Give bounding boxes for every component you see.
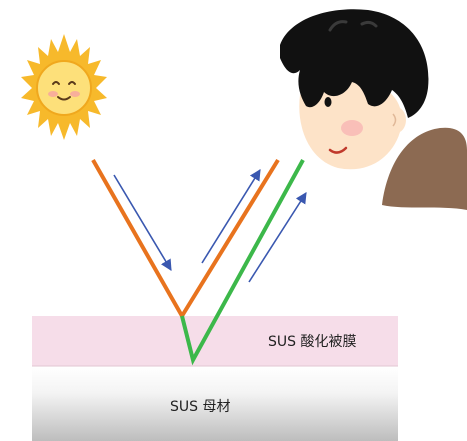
person-icon [280,9,467,441]
oxide-film-layer [32,316,398,366]
oxide-reflected-direction-arrow [201,169,261,264]
oxide-film-label: SUS 酸化被膜 [268,334,356,350]
sun-icon [21,34,107,140]
base-reflection-ray [180,159,305,366]
base-material-label: SUS 母材 [170,399,230,415]
incident-direction-arrow [113,174,172,271]
base-reflected-direction-arrow [248,192,307,283]
base-material-layer [32,367,398,441]
oxide-reflection-ray [91,158,280,320]
